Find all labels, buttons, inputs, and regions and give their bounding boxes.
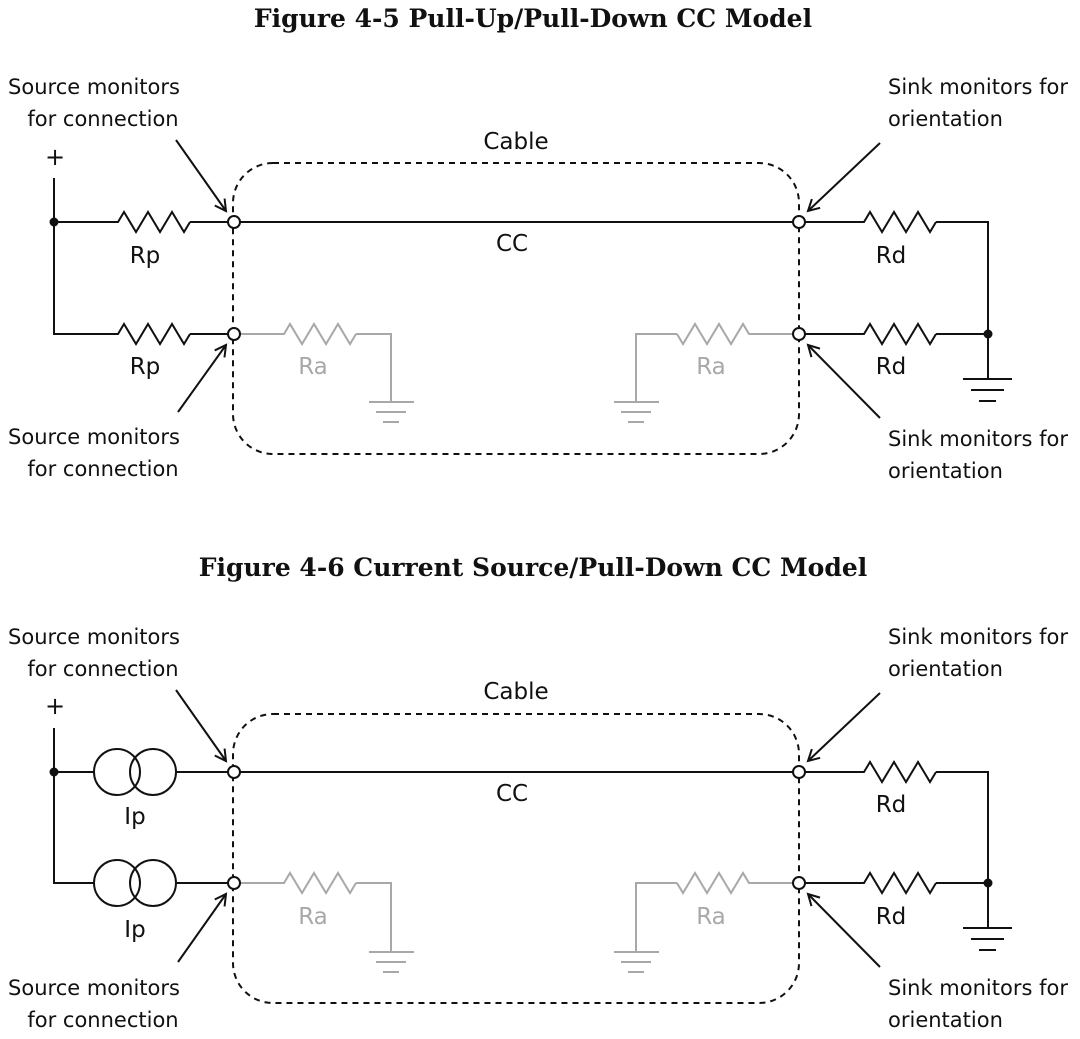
figure-title: Figure 4-6 Current Source/Pull-Down CC M… (199, 553, 867, 582)
source-top-label-line1: Source monitors (8, 625, 180, 649)
sink-bottom-label-line1: Sink monitors for (888, 976, 1068, 1000)
ra-left-resistor (278, 871, 357, 895)
wire (356, 333, 392, 401)
rp-top-resistor (110, 210, 191, 234)
cc-node-source-top (227, 215, 241, 229)
cable-outline (232, 713, 800, 1004)
rd-top-resistor (858, 760, 937, 784)
source-top-label-line2: for connection (27, 657, 178, 681)
rd-top-label: Rd (876, 243, 907, 269)
figure-4-5: Figure 4-5 Pull-Up/Pull-Down CC Model So… (8, 4, 1068, 483)
rd-top-resistor (858, 210, 937, 234)
wire (635, 882, 677, 951)
sink-top-label-line2: orientation (888, 657, 1003, 681)
sink-top-label-line2: orientation (888, 107, 1003, 131)
rd-bottom-resistor (858, 322, 937, 346)
figure-title: Figure 4-5 Pull-Up/Pull-Down CC Model (254, 4, 812, 33)
cc-node-source-bottom (227, 876, 241, 890)
arrow-source-top (175, 689, 226, 761)
cc-label: CC (496, 231, 528, 257)
source-bottom-label-line2: for connection (27, 457, 178, 481)
supply-wire (53, 178, 110, 335)
cc-node-sink-top (792, 215, 806, 229)
ra-right-resistor (676, 322, 755, 346)
sink-top-label-line1: Sink monitors for (888, 75, 1068, 99)
rp-top-label: Rp (130, 243, 161, 269)
ra-left-label: Ra (298, 354, 328, 380)
ip-bottom-label: Ip (124, 917, 145, 943)
ra-left-resistor (278, 322, 357, 346)
figure-4-6: Figure 4-6 Current Source/Pull-Down CC M… (8, 553, 1068, 1032)
wire (356, 882, 392, 951)
junction-dot (983, 878, 993, 888)
source-bottom-label-line1: Source monitors (8, 976, 180, 1000)
source-top-label-line1: Source monitors (8, 75, 180, 99)
ip-top-label: Ip (124, 804, 145, 830)
arrow-sink-top (808, 142, 881, 211)
rd-top-label: Rd (876, 792, 907, 818)
rp-bottom-resistor (110, 322, 191, 346)
arrow-source-bottom (177, 345, 226, 413)
cc-node-sink-bottom (792, 327, 806, 341)
rd-bottom-label: Rd (876, 904, 907, 930)
rd-bottom-resistor (858, 871, 937, 895)
cc-node-source-bottom (227, 327, 241, 341)
plus-sign: + (45, 692, 65, 720)
ra-right-resistor (676, 871, 755, 895)
ip-bottom-current-source (93, 859, 177, 907)
rp-bottom-label: Rp (130, 354, 161, 380)
source-bottom-label-line2: for connection (27, 1008, 178, 1032)
sink-bottom-label-line2: orientation (888, 459, 1003, 483)
cable-label: Cable (483, 679, 548, 705)
junction-dot (983, 329, 993, 339)
supply-wire (53, 728, 94, 884)
wire (936, 771, 989, 927)
cc-node-source-top (227, 765, 241, 779)
arrow-sink-bottom (808, 894, 881, 968)
source-bottom-label-line1: Source monitors (8, 425, 180, 449)
arrow-sink-top (808, 692, 881, 761)
cc-node-sink-top (792, 765, 806, 779)
arrow-source-top (175, 139, 226, 211)
wire (936, 221, 989, 378)
sink-top-label-line1: Sink monitors for (888, 625, 1068, 649)
ip-top-current-source (93, 748, 177, 796)
cable-label: Cable (483, 129, 548, 155)
sink-bottom-label-line1: Sink monitors for (888, 427, 1068, 451)
ra-right-label: Ra (696, 354, 726, 380)
sink-bottom-label-line2: orientation (888, 1008, 1003, 1032)
wire (635, 333, 677, 401)
arrow-sink-bottom (808, 345, 881, 419)
source-top-label-line2: for connection (27, 107, 178, 131)
arrow-source-bottom (177, 894, 226, 963)
plus-sign: + (45, 143, 65, 171)
cc-label: CC (496, 781, 528, 807)
rd-bottom-label: Rd (876, 354, 907, 380)
ra-left-label: Ra (298, 904, 328, 930)
cc-node-sink-bottom (792, 876, 806, 890)
junction-dot (49, 767, 59, 777)
ra-right-label: Ra (696, 904, 726, 930)
junction-dot (49, 217, 59, 227)
cable-outline (232, 162, 800, 455)
